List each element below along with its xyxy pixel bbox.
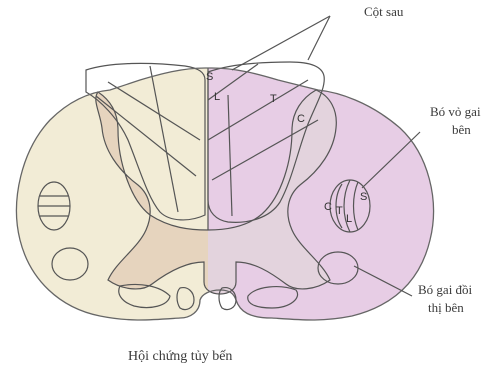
label-bo-gai-doi-line2: thị bên [428, 300, 464, 315]
label-bo-gai-doi-line1: Bó gai đồi [418, 282, 473, 297]
dorsal-letter-s: S [206, 71, 213, 83]
lateral-letter-s: S [360, 191, 367, 203]
dorsal-letter-l: L [214, 91, 220, 103]
lateral-letter-c: C [324, 201, 332, 213]
label-bo-vo-gai-line2: bên [452, 122, 471, 137]
label-bo-vo-gai-line1: Bó vỏ gai [430, 104, 481, 119]
label-cot-sau: Cột sau [364, 4, 404, 19]
lateral-letter-t: T [336, 205, 343, 217]
caption: Hội chứng tủy bến [128, 349, 232, 364]
lateral-letter-l: L [346, 213, 352, 225]
dorsal-letter-t: T [270, 93, 277, 105]
dorsal-letter-c: C [297, 113, 305, 125]
